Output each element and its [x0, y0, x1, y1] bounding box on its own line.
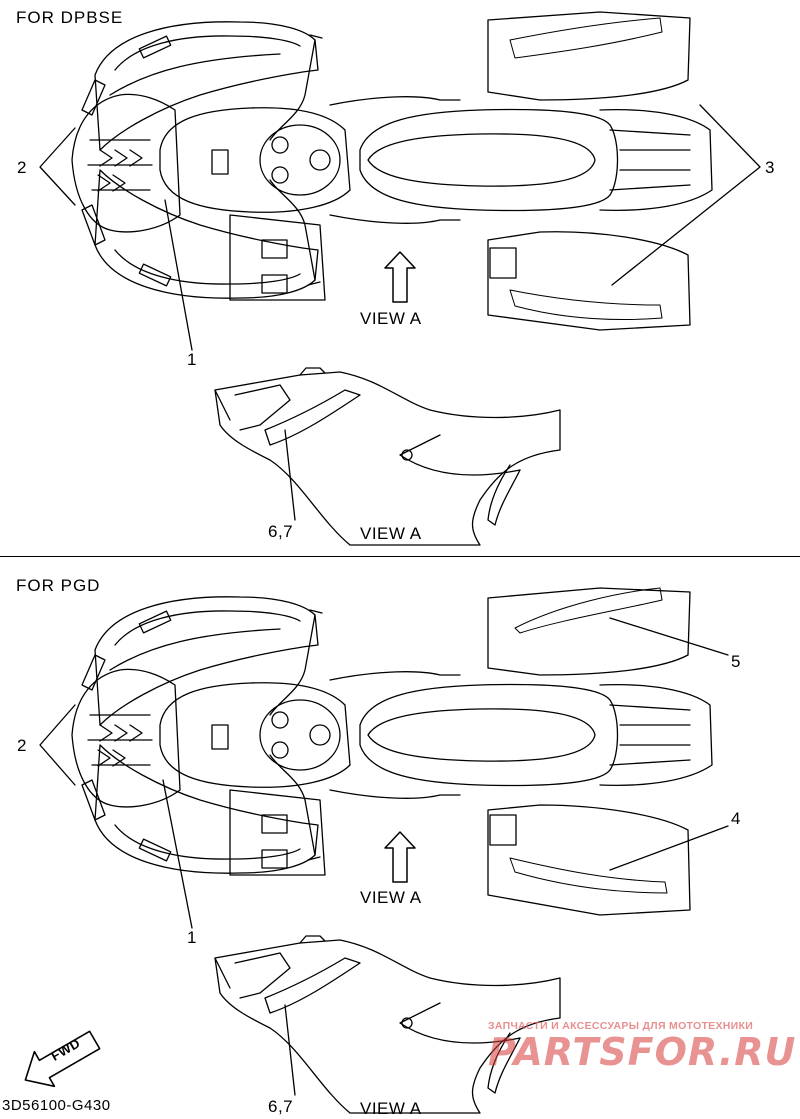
view-label: VIEW A	[360, 888, 422, 907]
view-label: VIEW A	[360, 524, 422, 543]
section-title: FOR PGD	[16, 576, 101, 595]
watermark: ЗАПЧАСТИ И АКСЕССУАРЫ ДЛЯ МОТОТЕХНИКИ PA…	[488, 1020, 797, 1074]
part-code: 3D56100-G430	[2, 1097, 111, 1114]
callout-label: 4	[731, 809, 741, 828]
callout-label: 2	[17, 736, 27, 755]
callout-label: 2	[17, 158, 27, 177]
callout-label: 6,7	[268, 1097, 294, 1116]
callout-label: 3	[765, 158, 775, 177]
section-title: FOR DPBSE	[16, 8, 124, 27]
section-divider	[0, 556, 800, 557]
callout-label: 5	[731, 652, 741, 671]
watermark-tagline: ЗАПЧАСТИ И АКСЕССУАРЫ ДЛЯ МОТОТЕХНИКИ	[488, 1020, 754, 1032]
callout-label: 1	[187, 350, 197, 369]
view-label: VIEW A	[360, 309, 422, 328]
view-label: VIEW A	[360, 1099, 422, 1118]
callout-label: 6,7	[268, 522, 294, 541]
callout-label: 1	[187, 928, 197, 947]
watermark-brand: PARTSFOR.RU	[488, 1030, 797, 1074]
